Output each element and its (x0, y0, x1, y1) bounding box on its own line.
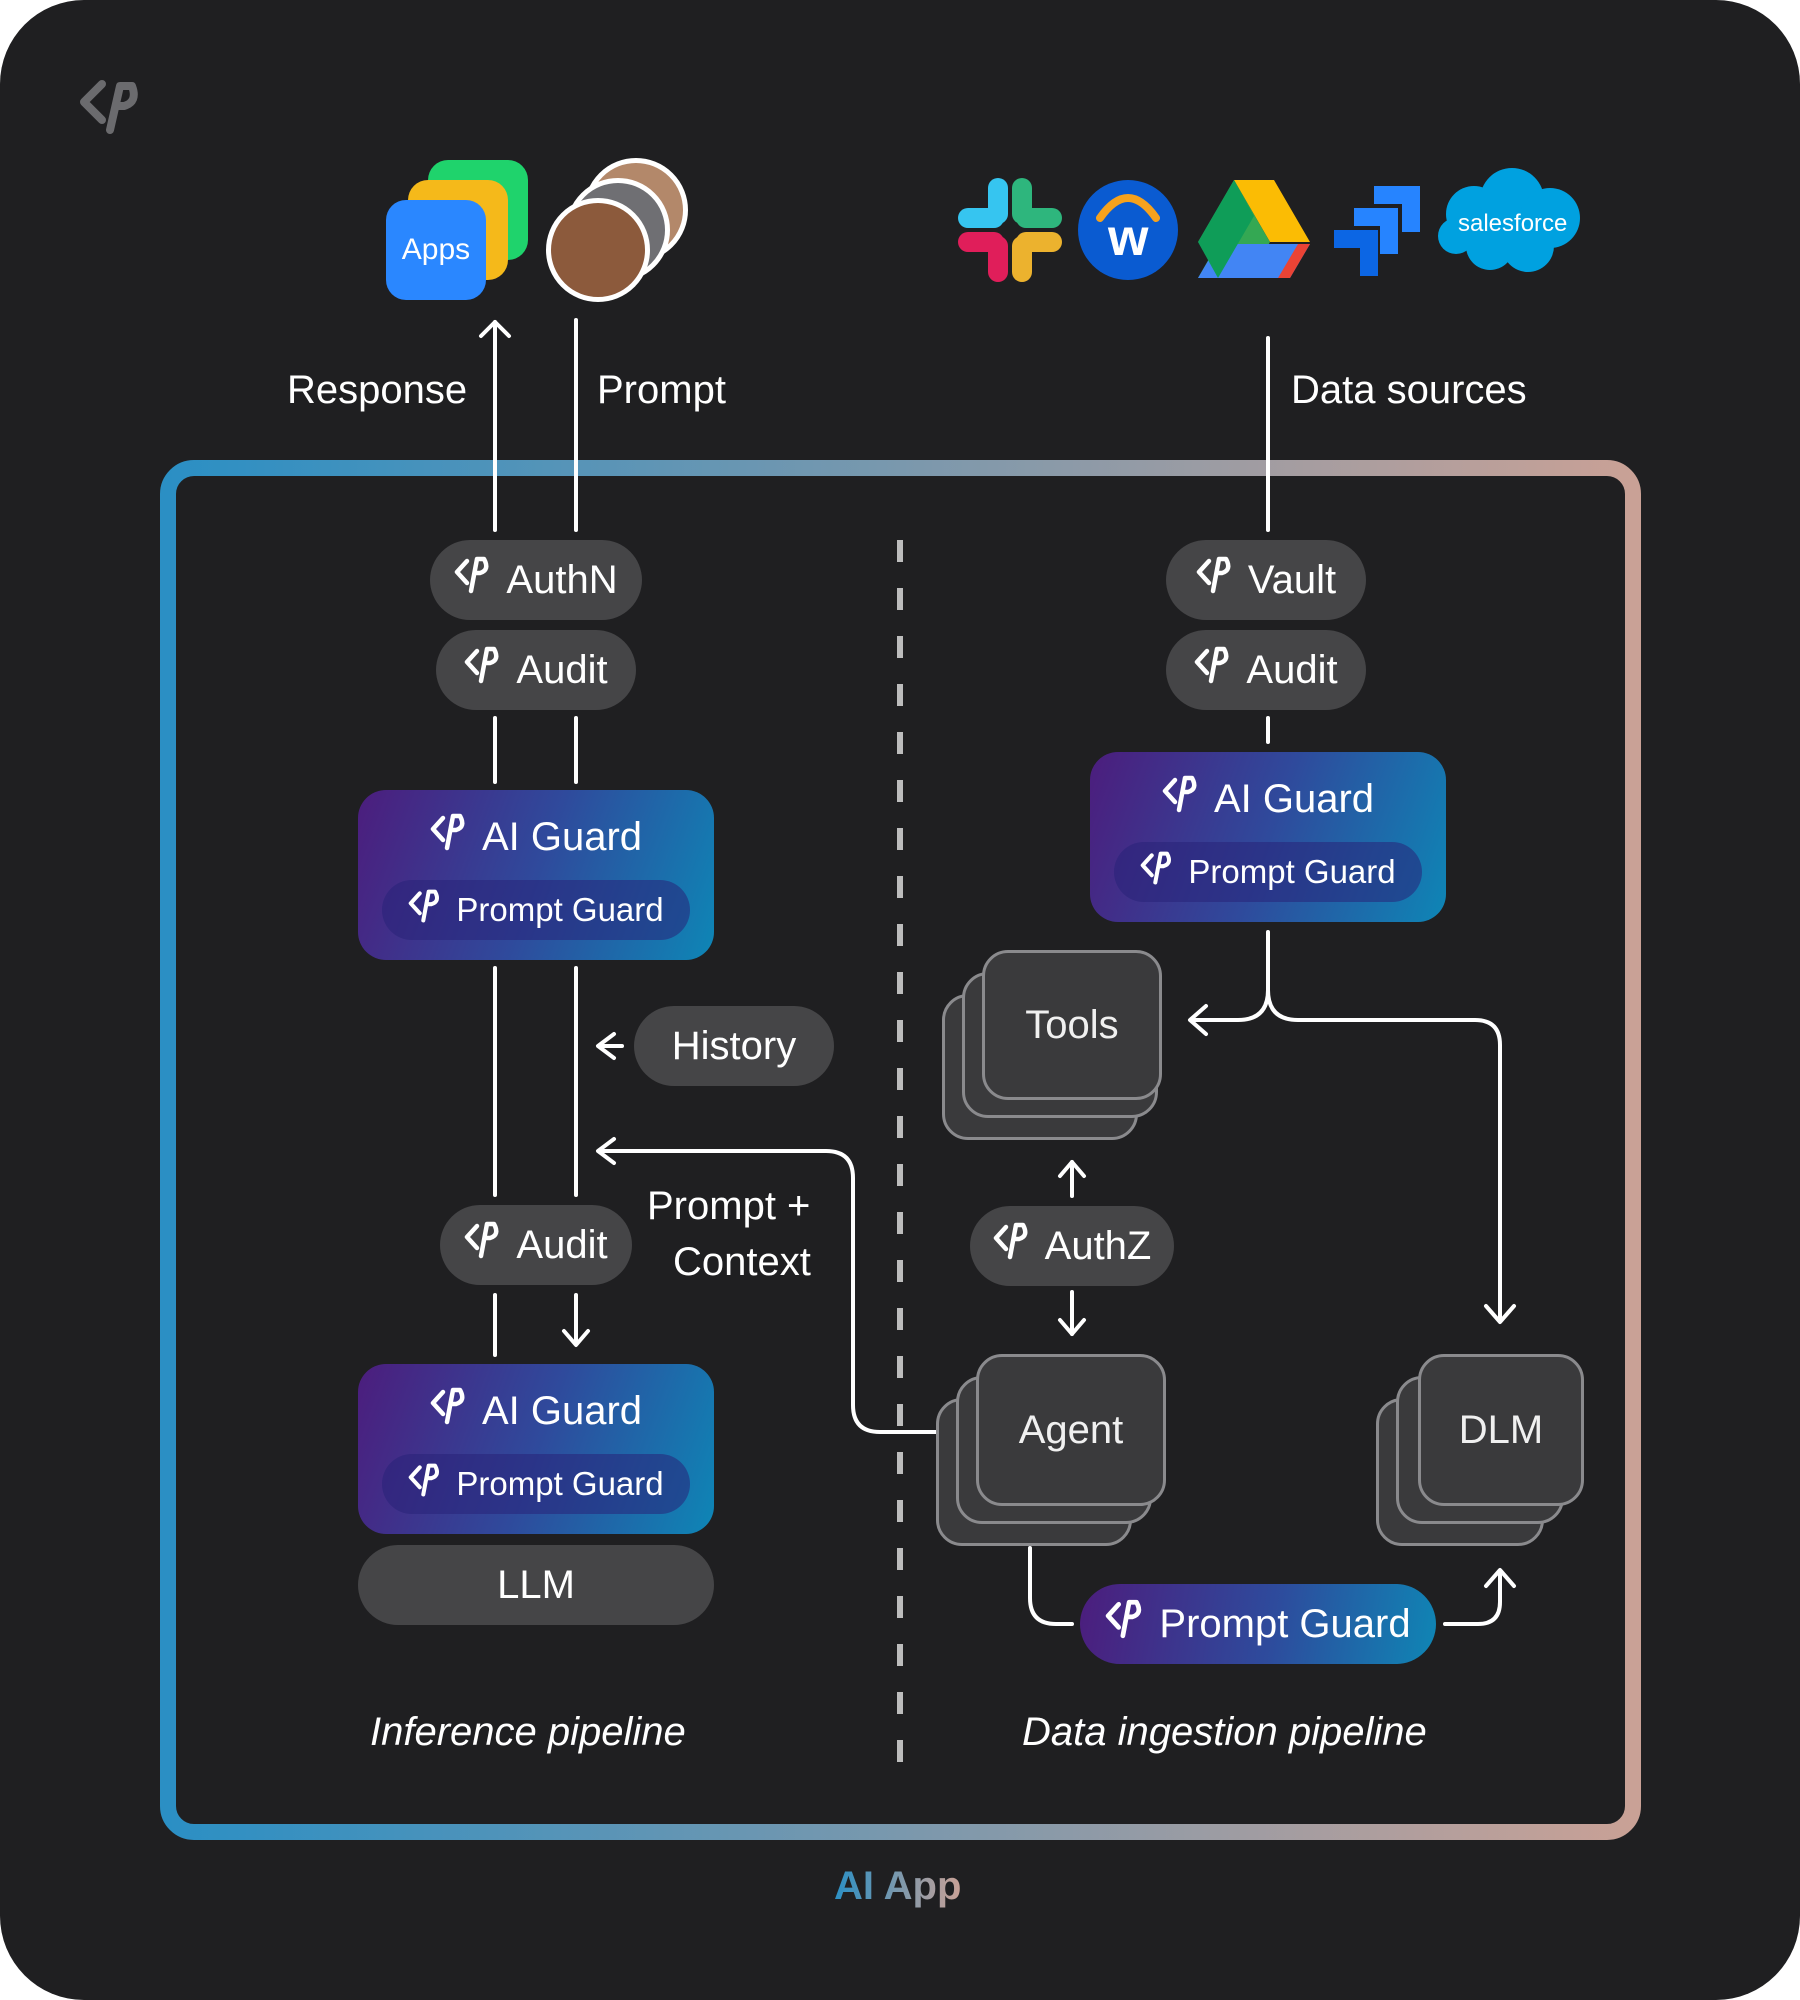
google-drive-icon (1198, 180, 1310, 278)
ai-guard-ingestion-title: AI Guard (1090, 774, 1446, 824)
prompt-guard-top-inner: Prompt Guard (382, 880, 690, 940)
ai-guard-bottom-label: AI Guard (481, 1388, 643, 1433)
prompt-guard-pill: Prompt Guard (1080, 1584, 1436, 1664)
pangea-logo-icon (408, 1462, 444, 1506)
pangea-logo-icon (80, 80, 138, 134)
ai-guard-box-bottom: AI Guard Prompt Guard (358, 1364, 714, 1534)
pangea-logo-icon (1105, 1598, 1147, 1650)
prompt-guard-pill-label: Prompt Guard (1159, 1601, 1411, 1646)
jira-icon (1334, 186, 1420, 276)
llm-chip: LLM (358, 1545, 714, 1625)
authz-chip: AuthZ (970, 1206, 1174, 1286)
prompt-guard-bottom-label: Prompt Guard (456, 1465, 664, 1502)
agent-stack: Agent (936, 1354, 1170, 1548)
audit-chip-top: Audit (436, 630, 636, 710)
ai-guard-ingestion-label: AI Guard (1213, 776, 1375, 821)
prompt-context-line2: Context (673, 1240, 811, 1284)
pangea-logo-icon (1196, 555, 1236, 605)
tools-label: Tools (1025, 1002, 1119, 1047)
workday-letter: w (1108, 209, 1149, 267)
vault-label: Vault (1247, 557, 1337, 602)
pangea-logo-icon (1140, 850, 1176, 894)
pangea-logo-icon (430, 812, 470, 862)
vault-chip: Vault (1166, 540, 1366, 620)
ai-app-title: AI App (834, 1864, 962, 1908)
pangea-logo-icon (454, 555, 494, 605)
response-label: Response (287, 368, 468, 412)
authn-chip: AuthN (430, 540, 642, 620)
workday-icon (1078, 180, 1178, 280)
llm-label: LLM (497, 1562, 575, 1607)
prompt-context-line1: Prompt + (647, 1184, 811, 1228)
dlm-label: DLM (1458, 1407, 1544, 1452)
audit-ingestion-label: Audit (1246, 647, 1338, 692)
tools-stack: Tools (942, 950, 1164, 1142)
dlm-stack: DLM (1376, 1354, 1586, 1548)
data-ingestion-pipeline-caption: Data ingestion pipeline (1022, 1710, 1427, 1754)
data-sources-label: Data sources (1291, 368, 1527, 412)
pangea-logo-icon (408, 888, 444, 932)
history-label: History (671, 1023, 797, 1068)
agent-label: Agent (1018, 1407, 1124, 1452)
user-avatar-front (546, 198, 650, 302)
pangea-logo-icon (1162, 774, 1202, 824)
prompt-guard-ingestion-inner: Prompt Guard (1114, 842, 1422, 902)
ai-guard-box-ingestion: AI Guard Prompt Guard (1090, 752, 1446, 922)
audit-chip-ingestion: Audit (1166, 630, 1366, 710)
ai-guard-bottom-title: AI Guard (358, 1386, 714, 1436)
pangea-logo-icon (464, 645, 504, 695)
pangea-logo-icon (1194, 645, 1234, 695)
prompt-guard-bottom-inner: Prompt Guard (382, 1454, 690, 1514)
audit-bottom-label: Audit (516, 1222, 608, 1267)
ai-app-border (160, 460, 1641, 1840)
slack-icon (958, 178, 1062, 282)
salesforce-label: salesforce (1458, 210, 1568, 237)
authn-label: AuthN (506, 557, 618, 602)
audit-chip-bottom: Audit (440, 1205, 632, 1285)
inference-pipeline-caption: Inference pipeline (370, 1710, 686, 1754)
authz-label: AuthZ (1044, 1223, 1152, 1268)
audit-top-label: Audit (516, 647, 608, 692)
prompt-guard-ingestion-label: Prompt Guard (1188, 853, 1396, 890)
prompt-guard-top-label: Prompt Guard (456, 891, 664, 928)
apps-tile: Apps (386, 200, 486, 300)
ai-guard-top-title: AI Guard (358, 812, 714, 862)
apps-tile-label: Apps (401, 233, 471, 266)
ai-guard-top-label: AI Guard (481, 814, 643, 859)
salesforce-icon (1438, 168, 1580, 272)
pangea-logo-icon (430, 1386, 470, 1436)
history-chip: History (634, 1006, 834, 1086)
ai-guard-box-top: AI Guard Prompt Guard (358, 790, 714, 960)
pangea-logo-icon (993, 1221, 1033, 1271)
prompt-label: Prompt (597, 368, 726, 412)
pangea-logo-icon (464, 1220, 504, 1270)
